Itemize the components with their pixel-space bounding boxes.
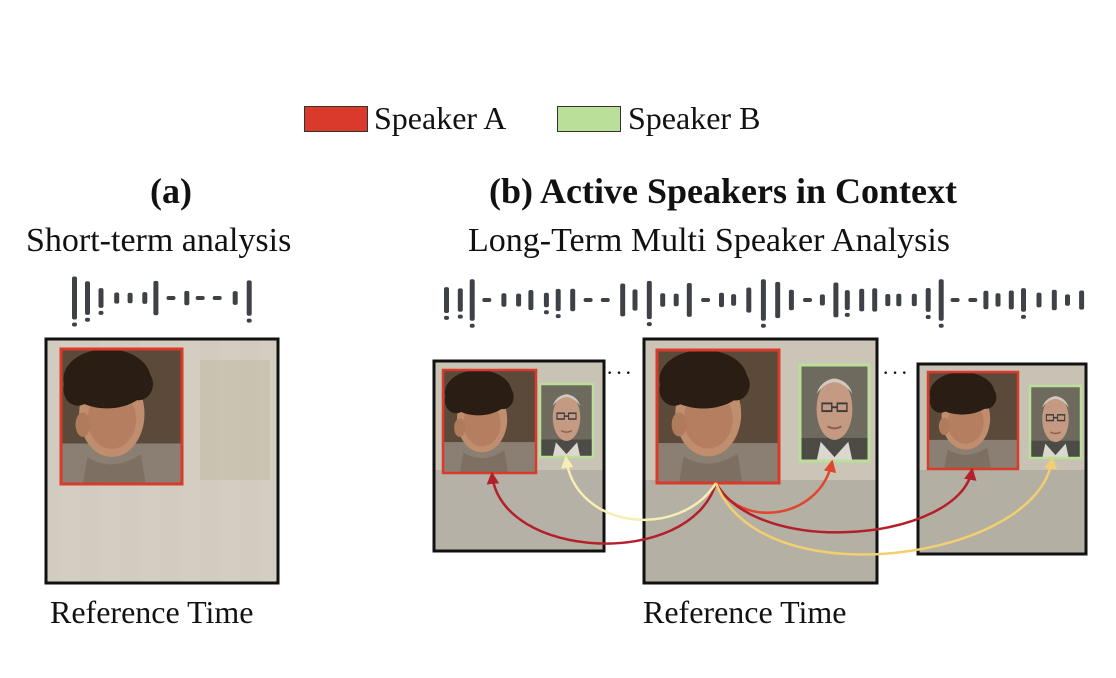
frame-b-left bbox=[432, 359, 606, 553]
arrow-to-left-speaker-a bbox=[486, 471, 718, 545]
face-crop-speaker-b bbox=[538, 382, 595, 459]
ellipsis-right: ··· bbox=[882, 360, 910, 385]
frame-b-reference bbox=[642, 337, 879, 585]
arrow-to-left-speaker-b bbox=[561, 455, 718, 522]
frame-a bbox=[44, 337, 280, 585]
audio-waveform-icon bbox=[444, 279, 1085, 328]
arrow-to-right-speaker-a bbox=[714, 467, 977, 534]
legend-swatch-speaker-a bbox=[304, 106, 368, 132]
context-arrows bbox=[486, 455, 1057, 556]
audio-waveform-icon bbox=[72, 276, 252, 327]
panel-b-title: (b) Active Speakers in Context bbox=[489, 171, 957, 211]
legend-label-speaker-a: Speaker A bbox=[374, 100, 507, 136]
panel-a-caption: Reference Time bbox=[50, 594, 254, 630]
face-crop-speaker-a bbox=[59, 347, 184, 486]
ellipsis-left: ··· bbox=[606, 360, 634, 385]
frame-b-right bbox=[916, 362, 1088, 556]
face-crop-speaker-a bbox=[926, 370, 1020, 471]
face-crop-speaker-b bbox=[798, 363, 871, 463]
panel-b-subtitle: Long-Term Multi Speaker Analysis bbox=[468, 222, 951, 259]
arrow-to-right-speaker-b bbox=[714, 456, 1057, 556]
face-crop-speaker-a bbox=[655, 348, 781, 485]
legend-label-speaker-b: Speaker B bbox=[628, 100, 761, 136]
face-crop-speaker-b bbox=[1028, 384, 1083, 460]
face-crop-speaker-a bbox=[441, 368, 538, 475]
panel-a-label: (a) bbox=[150, 171, 192, 211]
legend-swatch-speaker-b bbox=[557, 106, 621, 132]
panel-a-subtitle: Short-term analysis bbox=[26, 222, 292, 259]
panel-b-caption: Reference Time bbox=[643, 594, 847, 630]
